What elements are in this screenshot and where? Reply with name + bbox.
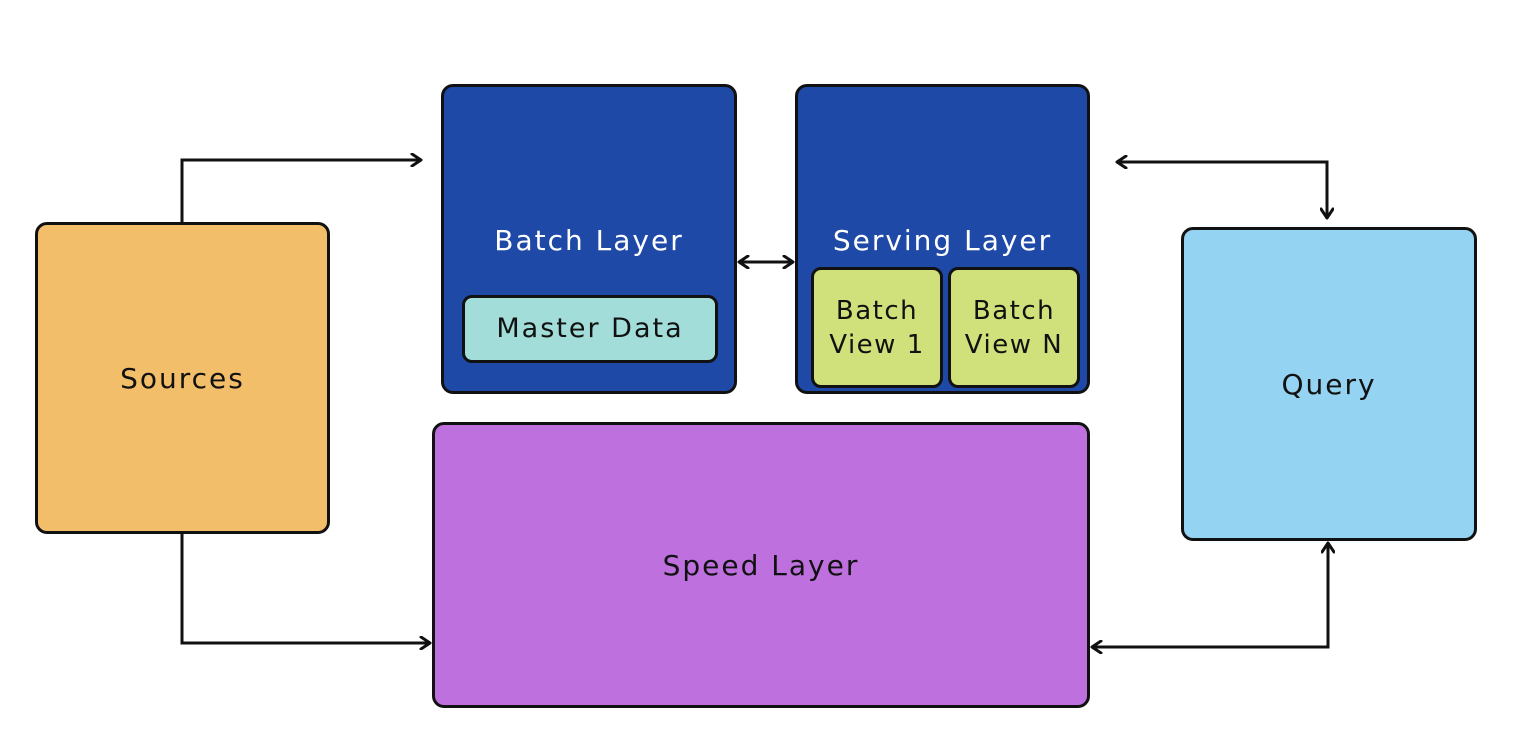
- batch-view-n-node: Batch View N: [948, 267, 1080, 388]
- sources-node: Sources: [35, 222, 330, 534]
- edge-speed-query: [1092, 543, 1328, 647]
- batch-view-1-label: Batch View 1: [829, 295, 925, 360]
- sources-label: Sources: [120, 361, 245, 395]
- query-node: Query: [1181, 227, 1477, 541]
- speed-layer-label: Speed Layer: [662, 548, 860, 582]
- batch-layer-label: Batch Layer: [494, 224, 684, 257]
- serving-layer-label: Serving Layer: [832, 224, 1053, 257]
- query-label: Query: [1281, 367, 1377, 401]
- batch-view-1-node: Batch View 1: [811, 267, 943, 388]
- serving-layer-node: Serving Layer Batch View 1 Batch View N: [795, 84, 1090, 394]
- edge-sources-to-batch-layer: [180, 160, 421, 222]
- edge-sources-to-speed-layer: [180, 534, 430, 643]
- master-data-node: Master Data: [462, 295, 718, 363]
- batch-layer-node: Batch Layer Master Data: [441, 84, 737, 394]
- speed-layer-node: Speed Layer: [432, 422, 1090, 708]
- edge-serving-query: [1117, 162, 1327, 218]
- batch-view-n-label: Batch View N: [964, 295, 1064, 360]
- master-data-label: Master Data: [496, 313, 684, 344]
